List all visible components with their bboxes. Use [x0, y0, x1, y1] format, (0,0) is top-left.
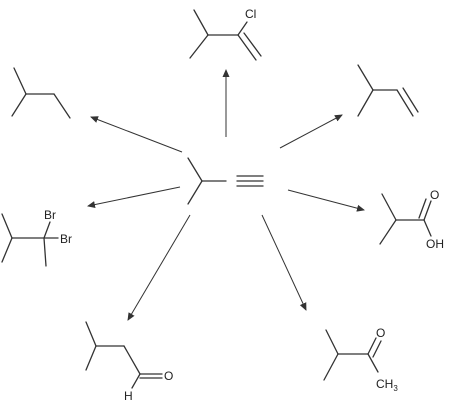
product-ketone: O CH3: [323, 326, 398, 393]
bromine-label-1: Br: [44, 208, 56, 222]
chlorine-label: Cl: [245, 7, 256, 21]
acid-carbonyl-oxygen-label: O: [430, 188, 439, 202]
product-carboxylic-acid: O OH: [379, 188, 444, 251]
acid-hydroxyl-label: OH: [426, 237, 444, 251]
arrow-to-ketone: [261, 214, 307, 311]
reaction-arrows: [87, 69, 365, 321]
product-aldehyde: O H: [85, 321, 173, 403]
product-alkene: [357, 64, 419, 117]
aldehyde-oxygen-label: O: [164, 369, 173, 383]
center-methyl-bond-upper: [187, 157, 203, 182]
methyl-label: CH3: [376, 377, 398, 393]
arrow-to-alkene: [279, 114, 343, 149]
center-methyl-bond-lower: [187, 180, 203, 205]
arrow-to-alkane: [90, 116, 183, 153]
ketone-oxygen-label: O: [376, 326, 385, 340]
product-alkane: [11, 67, 71, 119]
arrow-to-dibromide: [87, 186, 181, 209]
bromine-label-2: Br: [60, 232, 72, 246]
product-dibromide: Br Br: [1, 208, 72, 267]
product-chloroalkene: Cl: [189, 7, 262, 61]
arrow-to-carboxylic-acid: [287, 189, 365, 212]
methyl-subscript: 3: [393, 384, 398, 393]
aldehyde-hydrogen-label: H: [124, 389, 133, 403]
arrow-to-aldehyde: [127, 214, 191, 321]
center-molecule-3-methylbutyne: [187, 157, 264, 205]
methyl-carbon-text: CH: [376, 377, 393, 391]
center-triple-bond: [236, 175, 264, 187]
